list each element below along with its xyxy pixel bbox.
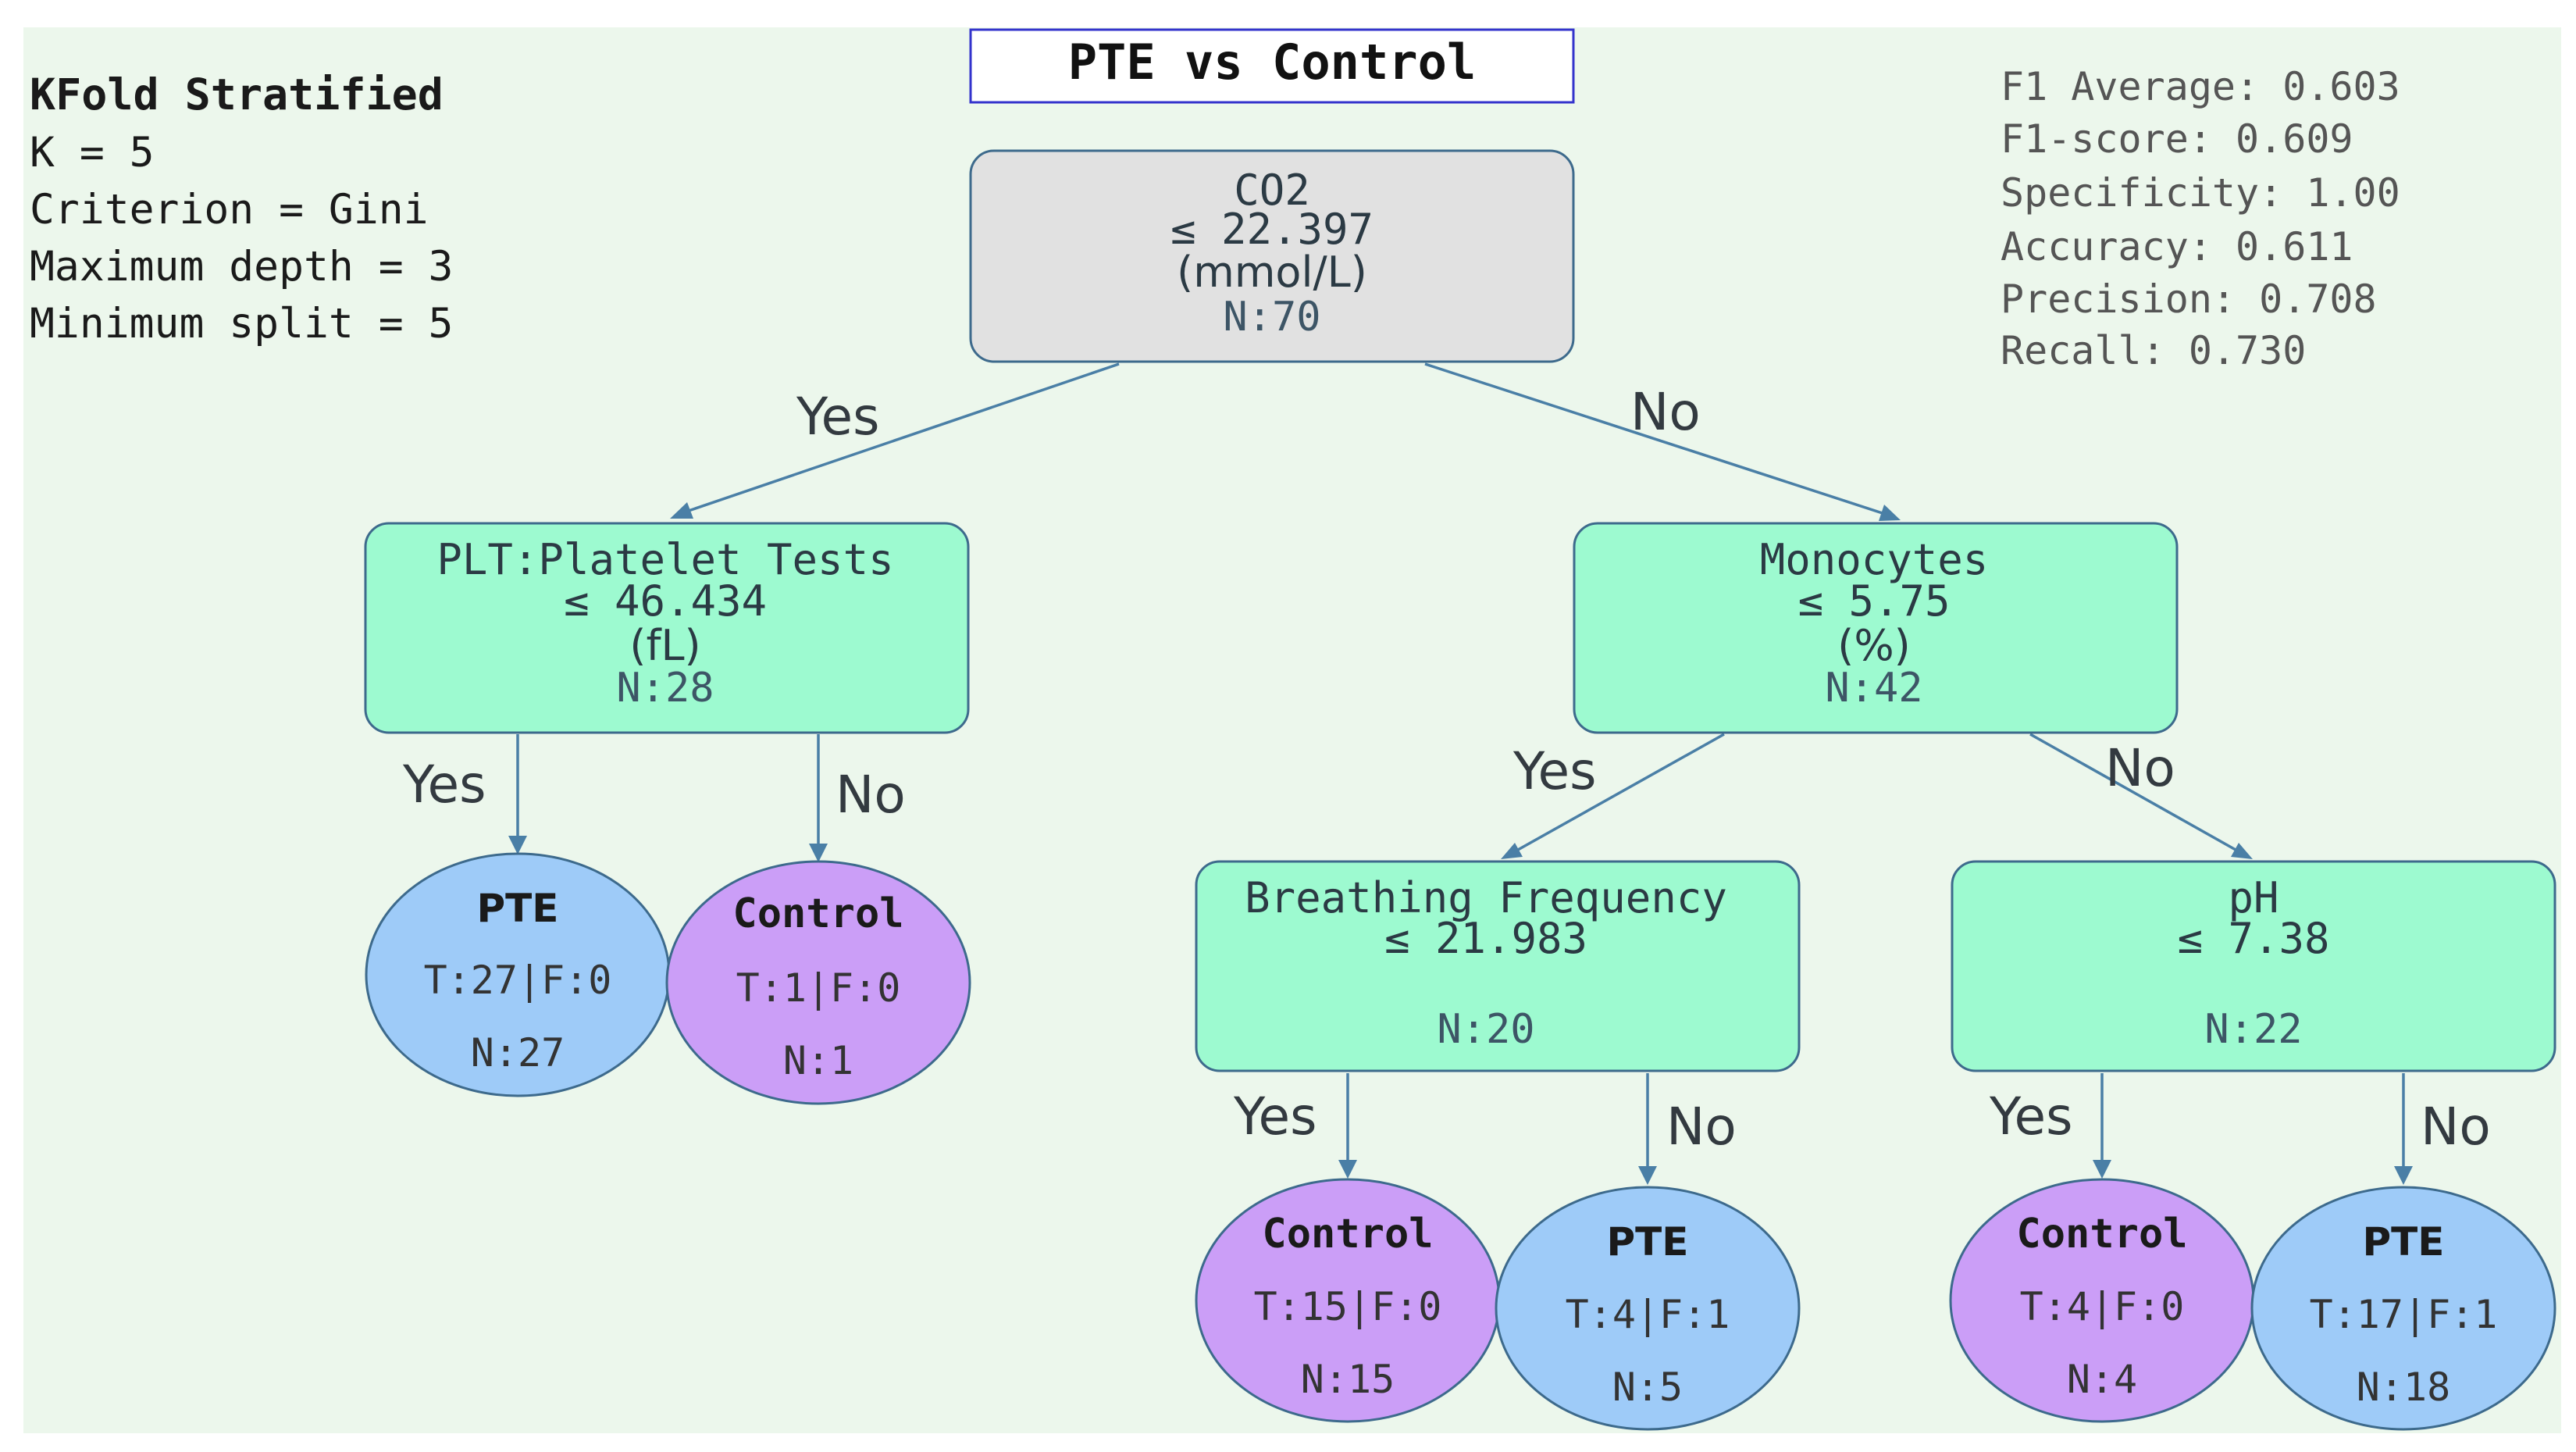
leaf-6-n: N:18: [2357, 1365, 2450, 1410]
settings-line-max-depth: Maximum depth = 3: [30, 243, 453, 291]
title-border: [969, 28, 1575, 104]
title-box: PTE vs Control: [969, 28, 1575, 104]
node-right-right-feature: pH: [2228, 873, 2278, 922]
node-right-left-threshold: ≤ 21.983: [1384, 914, 1587, 963]
node-root-feature: CO2: [1234, 166, 1310, 215]
edge-label-yes-root: Yes: [796, 387, 880, 447]
node-right-box: [1573, 522, 2179, 734]
edge-label-no-right: No: [2105, 738, 2175, 798]
leaf-2-shape: [665, 860, 971, 1105]
leaf-4: PTE T:4|F:1 N:5: [1495, 1186, 1801, 1431]
arrow-rl-l4: [1638, 1166, 1657, 1185]
leaf-3-counts: T:15|F:0: [1254, 1284, 1442, 1329]
edge-root-right: [1424, 362, 1890, 517]
arrow-rl-l3: [1338, 1160, 1357, 1179]
node-right-left: Breathing Frequency ≤ 21.983 N:20: [1195, 860, 1801, 1072]
edge-labels: Yes No Yes No Yes No Yes No Yes No: [402, 382, 2491, 1157]
node-left-feature: PLT:Platelet Tests: [436, 535, 893, 584]
leaf-6-shape: [2250, 1186, 2556, 1431]
settings-panel: KFold Stratified K = 5 Criterion = Gini …: [30, 70, 453, 348]
leaf-5-label: Control: [2016, 1211, 2187, 1258]
arrow-right-rl: [1501, 843, 1523, 859]
edge-label-no-rl: No: [1666, 1097, 1737, 1157]
arrow-root-left: [670, 502, 693, 519]
node-right-unit: (%): [1837, 621, 1910, 670]
leaf-2: Control T:1|F:0 N:1: [665, 860, 971, 1105]
leaf-4-n: N:5: [1612, 1365, 1683, 1410]
leaf-5-counts: T:4|F:0: [2020, 1284, 2185, 1329]
leaf-5: Control T:4|F:0 N:4: [1949, 1178, 2255, 1423]
node-left-box: [364, 522, 970, 734]
leaf-1-n: N:27: [471, 1030, 565, 1076]
node-right-right-threshold: ≤ 7.38: [2177, 914, 2329, 963]
metric-specificity: Specificity: 1.00: [2001, 170, 2400, 216]
edge-label-yes-right: Yes: [1512, 741, 1597, 801]
metric-accuracy: Accuracy: 0.611: [2001, 224, 2353, 269]
leaf-6: PTE T:17|F:1 N:18: [2250, 1186, 2556, 1431]
node-left-threshold: ≤ 46.434: [564, 576, 767, 626]
node-right-left-box: [1195, 860, 1801, 1072]
node-right-right-count: N:22: [2204, 1006, 2302, 1053]
node-right-feature: Monocytes: [1760, 535, 1989, 584]
leaf-1-counts: T:27|F:0: [424, 958, 612, 1003]
metric-recall: Recall: 0.730: [2001, 328, 2306, 373]
leaf-6-counts: T:17|F:1: [2310, 1292, 2498, 1337]
edge-right-rr: [2029, 733, 2243, 855]
edge-label-no-root: No: [1630, 382, 1701, 442]
leaf-4-shape: [1495, 1186, 1801, 1431]
node-right-right-box: [1951, 860, 2556, 1072]
arrow-right-rr: [2231, 843, 2253, 859]
metric-f1-score: F1-score: 0.609: [2001, 116, 2353, 162]
leaf-1: PTE T:27|F:0 N:27: [365, 852, 671, 1097]
tree-edges: [508, 362, 2413, 1185]
metric-f1-average: F1 Average: 0.603: [2001, 64, 2400, 109]
settings-line-criterion: Criterion = Gini: [30, 186, 429, 234]
leaf-5-n: N:4: [2067, 1357, 2137, 1402]
leaf-3-label: Control: [1262, 1211, 1433, 1258]
node-root-threshold: ≤ 22.397: [1170, 205, 1374, 254]
node-right-right: pH ≤ 7.38 N:22: [1951, 860, 2556, 1072]
edge-label-no-left: No: [836, 765, 906, 825]
node-right-count: N:42: [1825, 665, 1922, 712]
arrow-root-right: [1879, 505, 1901, 521]
leaf-6-label: PTE: [2363, 1219, 2445, 1265]
node-root-unit: (mmol/L): [1177, 248, 1367, 297]
leaf-4-counts: T:4|F:1: [1566, 1292, 1730, 1337]
node-right: Monocytes ≤ 5.75 (%) N:42: [1573, 522, 2179, 734]
node-left-count: N:28: [616, 665, 714, 712]
settings-header: KFold Stratified: [30, 70, 444, 120]
node-root-count: N:70: [1223, 294, 1320, 341]
node-right-left-feature: Breathing Frequency: [1245, 873, 1727, 922]
edge-label-yes-rl: Yes: [1233, 1086, 1317, 1147]
arrow-left-l1: [508, 836, 527, 854]
arrow-rr-l6: [2394, 1166, 2413, 1185]
edge-label-yes-left: Yes: [402, 755, 486, 815]
leaf-4-label: PTE: [1607, 1219, 1689, 1265]
metrics-panel: F1 Average: 0.603 F1-score: 0.609 Specif…: [2001, 64, 2400, 373]
node-right-left-count: N:20: [1437, 1006, 1534, 1053]
arrow-left-l2: [809, 844, 828, 862]
edge-label-yes-rr: Yes: [1989, 1086, 2073, 1147]
leaf-2-counts: T:1|F:0: [736, 965, 901, 1011]
leaf-3-n: N:15: [1301, 1357, 1395, 1402]
node-left: PLT:Platelet Tests ≤ 46.434 (fL) N:28: [364, 522, 970, 734]
leaf-3: Control T:15|F:0 N:15: [1195, 1178, 1501, 1423]
node-right-threshold: ≤ 5.75: [1797, 576, 1950, 626]
edge-label-no-rr: No: [2421, 1097, 2491, 1157]
leaf-2-n: N:1: [783, 1038, 853, 1083]
leaf-1-label: PTE: [477, 886, 559, 931]
settings-line-min-split: Minimum split = 5: [30, 300, 453, 348]
diagram-title: PTE vs Control: [1068, 34, 1477, 91]
node-root-box: [969, 149, 1575, 363]
leaf-2-label: Control: [732, 890, 903, 937]
node-left-unit: (fL): [629, 621, 700, 670]
arrow-rr-l5: [2093, 1160, 2111, 1179]
edge-root-left: [679, 362, 1120, 516]
node-root: CO2 ≤ 22.397 (mmol/L) N:70: [969, 149, 1575, 363]
metric-precision: Precision: 0.708: [2001, 276, 2377, 322]
settings-line-k: K = 5: [30, 129, 155, 177]
edge-right-rl: [1510, 733, 1725, 855]
